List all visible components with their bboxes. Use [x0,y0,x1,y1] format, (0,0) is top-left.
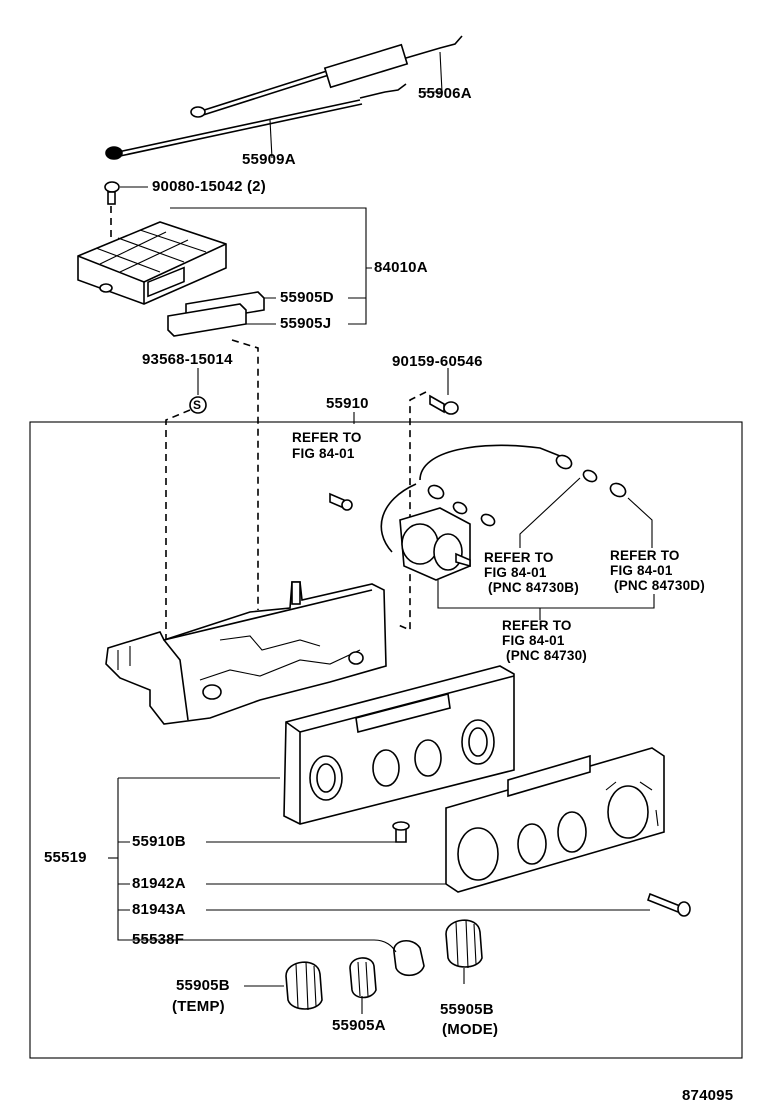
refer-b-line2: FIG 84-01 [484,565,547,580]
bezel-panel [283,665,515,825]
cable-55906A [190,35,463,118]
refer-b-line3: (PNC 84730B) [488,580,579,595]
screw-90159 [429,394,459,415]
cable-55909A [105,83,407,160]
label-55519: 55519 [44,849,87,866]
refer-d-line1: REFER TO [502,618,572,633]
knob-55538F [393,940,425,977]
blower-switch [380,444,627,581]
label-93568-15014: 93568-15014 [142,351,233,368]
label-55905D: 55905D [280,289,334,306]
refer-c-line1: REFER TO [610,548,680,563]
label-55909A: 55909A [242,151,296,168]
leader-55906A [420,51,443,93]
label-55905B-mode: 55905B [440,1001,494,1018]
label-55538F: 55538F [132,931,185,948]
control-unit-84010A [77,221,227,305]
refer-d-line2: FIG 84-01 [502,633,565,648]
label-81942A: 81942A [132,875,186,892]
knob-55905A [349,957,377,999]
label-55905B-temp: 55905B [176,977,230,994]
screw-81943A [647,892,691,917]
refer-a-line2: FIG 84-01 [292,446,355,461]
refer-c-line2: FIG 84-01 [610,563,673,578]
refer-d-line3: (PNC 84730) [506,648,587,663]
label-55905J: 55905J [280,315,332,332]
button-55905J [167,303,247,337]
control-base [105,581,387,725]
knob-55905B-temp [285,961,323,1011]
label-90159-60546: 90159-60546 [392,353,483,370]
refer-a-line1: REFER TO [292,430,362,445]
face-plate-81942A [445,747,665,893]
clip-55910B [392,821,410,843]
bracket-84010A [170,207,372,325]
label-temp: (TEMP) [172,998,225,1015]
s-marker-icon: S [193,398,202,412]
screw-refer-a [329,492,353,511]
label-55910: 55910 [326,395,369,412]
leader-55909A [269,119,273,159]
label-90080-15042: 90080-15042 (2) [152,178,266,195]
refer-c-line3: (PNC 84730D) [614,578,705,593]
label-84010A: 84010A [374,259,428,276]
diagram-number: 874095 [682,1087,734,1104]
label-55910B: 55910B [132,833,186,850]
assembly-frame [29,421,743,1059]
label-55905A: 55905A [332,1017,386,1034]
knob-55905B-mode [445,919,483,969]
label-mode: (MODE) [442,1021,499,1038]
label-81943A: 81943A [132,901,186,918]
label-55906A: 55906A [418,85,472,102]
refer-b-line1: REFER TO [484,550,554,565]
